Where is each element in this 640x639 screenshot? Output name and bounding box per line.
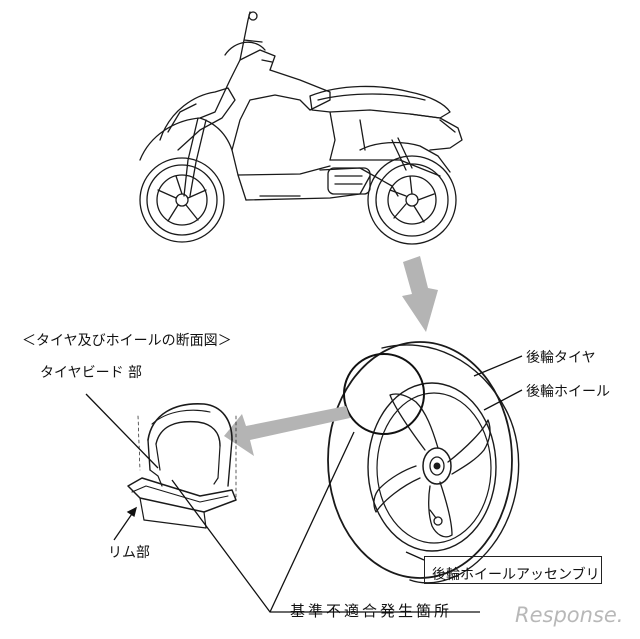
- label-rear-tire: 後輪タイヤ: [526, 350, 596, 366]
- arrow-wheel-to-section: [224, 406, 350, 456]
- label-rear-wheel: 後輪ホイール: [526, 384, 610, 400]
- label-rear-wheel-assembly: 後輪ホイールアッセンブリ: [432, 567, 600, 583]
- leader-lines: [85, 355, 523, 613]
- leader-tire-bead: [85, 393, 159, 469]
- leader-rear-wheel: [483, 389, 523, 411]
- assembly-label-box: [424, 556, 602, 584]
- section-heading: ＜タイヤ及びホイールの断面図＞: [22, 333, 232, 349]
- label-rim: リム部: [108, 545, 150, 561]
- watermark-logo: Response.: [515, 603, 624, 627]
- scooter-rear-wheel: [367, 155, 457, 245]
- highlight-circle: [343, 353, 425, 435]
- arrow-scooter-to-wheel: [402, 256, 438, 332]
- leader-assembly: [405, 551, 425, 561]
- scooter-illustration: [139, 11, 463, 245]
- tire-cross-section: [127, 403, 237, 529]
- leader-rear-tire: [473, 355, 523, 377]
- label-defect-location: 基準不適合発生箇所: [290, 602, 453, 620]
- leader-defect-left: [171, 479, 480, 613]
- scooter-front-wheel: [139, 157, 225, 243]
- rear-wheel-detail: [327, 341, 520, 584]
- label-tire-bead: タイヤビード 部: [40, 365, 143, 381]
- leader-defect-right: [269, 431, 355, 613]
